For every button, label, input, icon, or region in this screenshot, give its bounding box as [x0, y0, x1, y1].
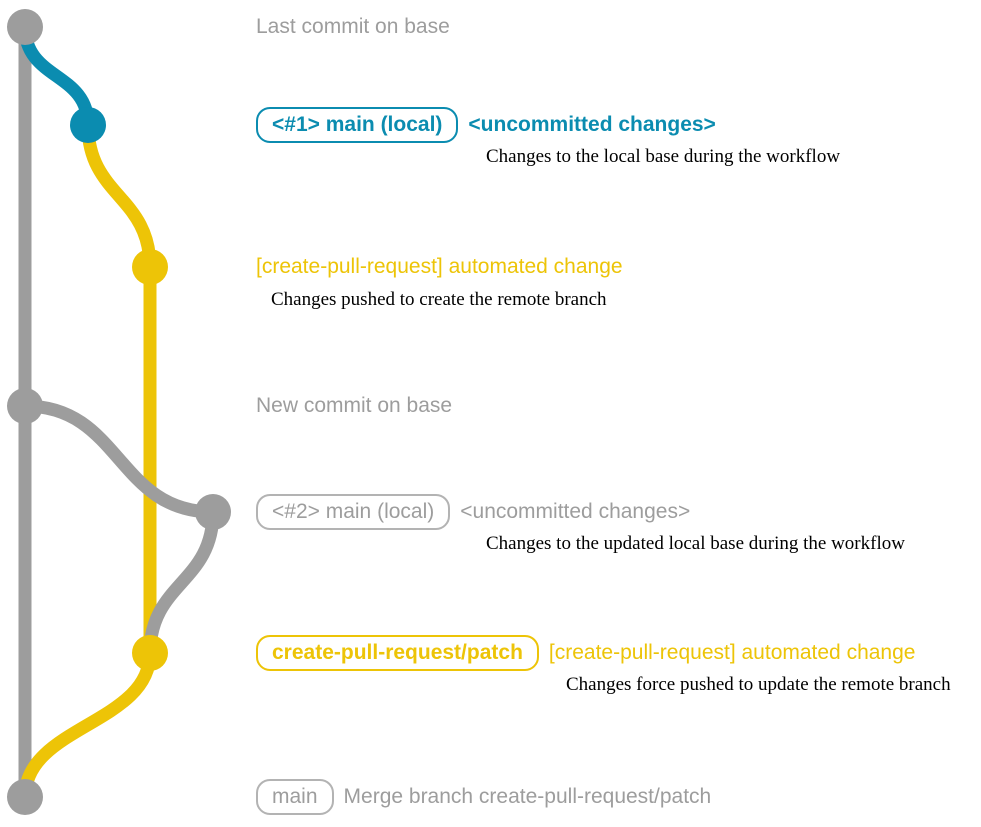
- commit-row-last-base: Last commit on base: [256, 15, 450, 39]
- commit-message-local-2: <uncommitted changes>: [460, 500, 691, 523]
- commit-node-local-1[interactable]: [70, 107, 106, 143]
- ref-badge-create-pull-request-patch[interactable]: create-pull-request/patch: [256, 634, 539, 672]
- ref-badge-main[interactable]: main: [256, 778, 334, 816]
- edge-automated2-to-merge: [18, 646, 157, 804]
- commit-message-automated-1: [create-pull-request] automated change: [256, 255, 623, 278]
- commit-message-merge: Merge branch create-pull-request/patch: [343, 785, 712, 808]
- commit-node-new-base[interactable]: [7, 388, 43, 424]
- ref-badge-main-local-1[interactable]: <#1> main (local): [256, 106, 459, 144]
- commit-message-automated-2: [create-pull-request] automated change: [548, 641, 916, 664]
- ref-badge-main-local-2[interactable]: <#2> main (local): [256, 493, 451, 531]
- commit-node-last-base[interactable]: [7, 9, 43, 45]
- edge-newbase-to-local2: [18, 399, 220, 519]
- commit-row-automated-1: [create-pull-request] automated change: [256, 255, 623, 279]
- commit-row-local-2: <#2> main (local) <uncommitted changes>: [256, 493, 691, 531]
- edge-local2-to-automated2: [143, 505, 220, 660]
- edge-local1-to-automated1: [81, 118, 157, 274]
- commit-nodes: [7, 9, 231, 815]
- commit-row-local-1: <#1> main (local) <uncommitted changes>: [256, 106, 716, 144]
- commit-message-last-base: Last commit on base: [256, 15, 450, 38]
- commit-node-automated-2[interactable]: [132, 635, 168, 671]
- commit-description-automated-1: Changes pushed to create the remote bran…: [271, 289, 607, 310]
- commit-description-local-2: Changes to the updated local base during…: [486, 533, 905, 554]
- commit-row-new-base: New commit on base: [256, 394, 452, 418]
- commit-node-automated-1[interactable]: [132, 249, 168, 285]
- commit-message-local-1: <uncommitted changes>: [468, 113, 716, 136]
- commit-row-merge: main Merge branch create-pull-request/pa…: [256, 778, 712, 816]
- commit-description-automated-2: Changes force pushed to update the remot…: [566, 674, 951, 695]
- commit-message-new-base: New commit on base: [256, 394, 453, 417]
- commit-node-local-2[interactable]: [195, 494, 231, 530]
- commit-node-merge[interactable]: [7, 779, 43, 815]
- commit-row-automated-2: create-pull-request/patch [create-pull-r…: [256, 634, 916, 672]
- commit-description-local-1: Changes to the local base during the wor…: [486, 146, 841, 167]
